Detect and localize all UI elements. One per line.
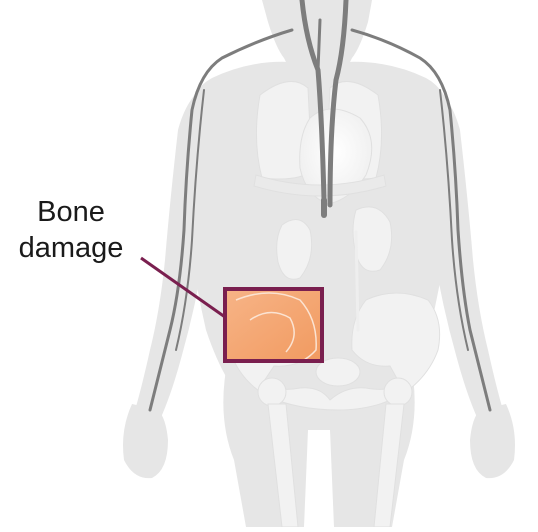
callout-label-line1: Bone xyxy=(0,194,142,230)
callout-label-line2: damage xyxy=(0,230,142,266)
right-kidney xyxy=(353,207,392,271)
callout-label: Bone damage xyxy=(0,194,142,266)
